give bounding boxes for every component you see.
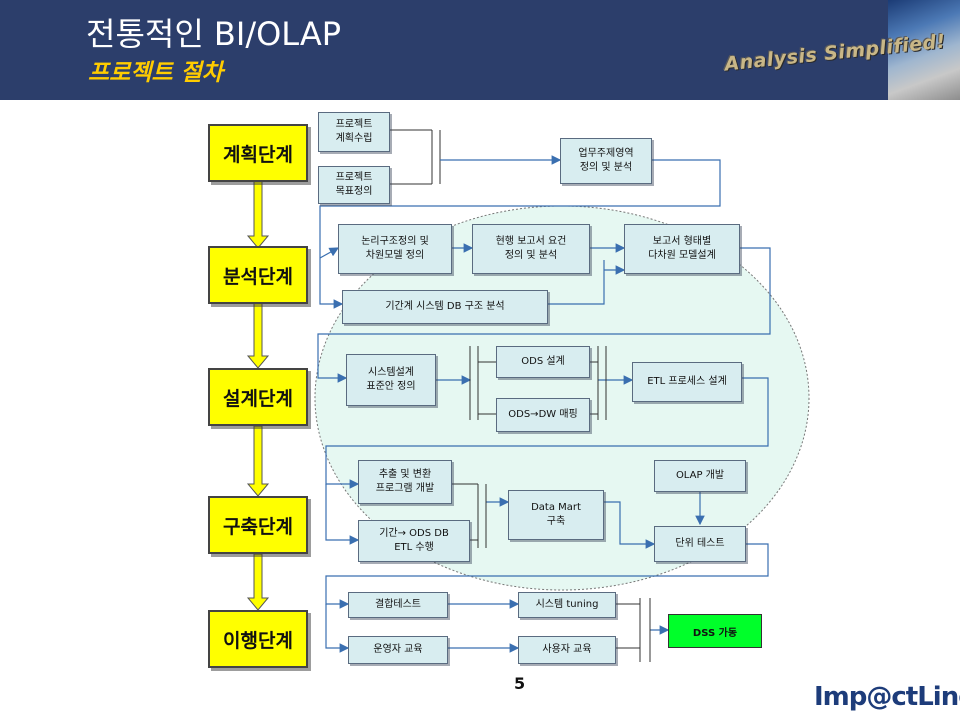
task-project-plan: 프로젝트 계획수립 [318, 112, 390, 152]
task-logical-model: 논리구조정의 및 차원모델 정의 [338, 224, 452, 274]
task-ods-design: ODS 설계 [496, 346, 590, 378]
task-system-tuning: 시스템 tuning [518, 592, 616, 618]
task-user-training: 사용자 교육 [518, 636, 616, 664]
task-system-design: 시스템설계 표준안 정의 [346, 354, 436, 406]
phase-plan: 계획단계 [208, 124, 308, 182]
page-number: 5 [514, 674, 526, 693]
plan-connectors [390, 129, 441, 185]
task-legacy-db: 기간계 시스템 DB 구조 분석 [342, 290, 548, 324]
task-legacy-ods-etl: 기간→ ODS DB ETL 수행 [358, 520, 470, 562]
phase-design: 설계단계 [208, 368, 308, 426]
blue-arrows [317, 155, 771, 653]
task-etl-design: ETL 프로세스 설계 [632, 362, 742, 402]
task-ods-dw-mapping: ODS→DW 매핑 [496, 398, 590, 432]
task-project-goal: 프로젝트 목표정의 [318, 166, 390, 204]
task-extract-program: 추출 및 변환 프로그램 개발 [358, 460, 452, 504]
task-unit-test: 단위 테스트 [654, 526, 746, 562]
bracket-lines [452, 346, 651, 662]
task-business-domain: 업무주제영역 정의 및 분석 [560, 138, 652, 184]
task-report-requirements: 현행 보고서 요건 정의 및 분석 [472, 224, 590, 274]
phase-arrows [246, 179, 270, 611]
header-photo [888, 0, 960, 100]
phase-analysis: 분석단계 [208, 246, 308, 304]
slide-title: 전통적인 BI/OLAP [86, 15, 342, 53]
header-banner [0, 0, 960, 100]
task-integration-test: 결합테스트 [348, 592, 448, 618]
task-dss-go-live: DSS 가동 [668, 614, 762, 648]
slide-subtitle: 프로젝트 절차 [88, 60, 223, 86]
task-operator-training: 운영자 교육 [348, 636, 448, 664]
phase-build: 구축단계 [208, 496, 308, 554]
phase-transition: 이행단계 [208, 610, 308, 668]
company-logo: Imp@ctLine [814, 682, 960, 712]
task-report-model: 보고서 형태별 다차원 모델설계 [624, 224, 740, 274]
task-olap-dev: OLAP 개발 [654, 460, 746, 492]
task-data-mart: Data Mart 구축 [508, 490, 604, 540]
